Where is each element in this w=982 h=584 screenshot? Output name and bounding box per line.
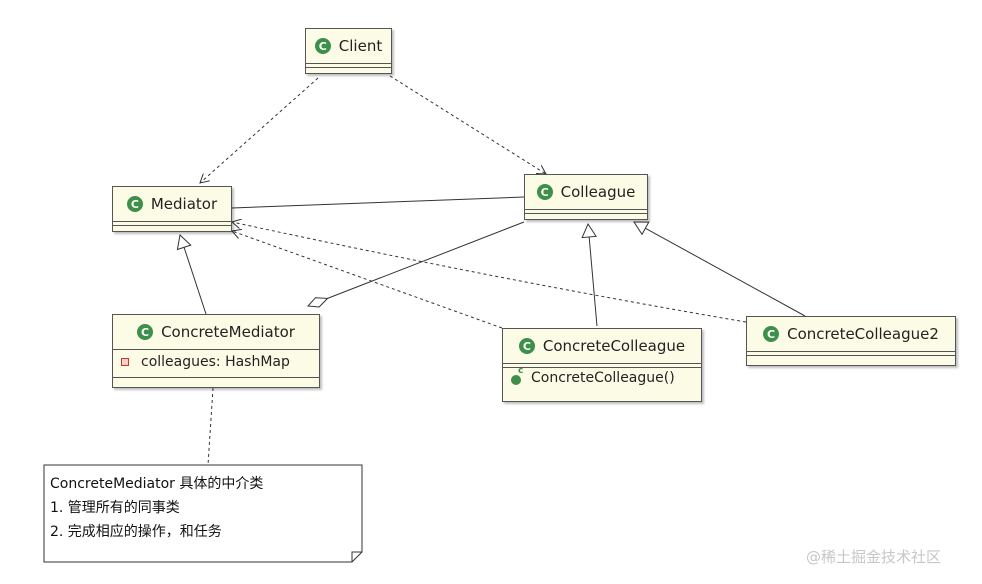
class-name: ConcreteMediator xyxy=(161,323,295,341)
note-shape xyxy=(43,464,363,563)
note-line-title: ConcreteMediator 具体的中介类 xyxy=(50,476,264,492)
class-client[interactable]: C Client xyxy=(305,28,392,74)
compartment-divider xyxy=(747,351,955,355)
compartment-divider xyxy=(503,363,701,367)
dep-client-mediator xyxy=(200,77,319,183)
note-line-1: 1. 管理所有的同事类 xyxy=(50,500,180,516)
class-icon: C xyxy=(126,196,143,212)
class-icon: C xyxy=(518,338,535,354)
class-name: ConcreteColleague2 xyxy=(787,325,939,343)
note: ConcreteMediator 具体的中介类 1. 管理所有的同事类 2. 完… xyxy=(44,465,362,563)
class-name: Client xyxy=(338,37,383,55)
compartment-divider xyxy=(306,67,391,68)
class-concrete-mediator[interactable]: C ConcreteMediator colleagues: HashMap xyxy=(112,314,320,388)
note-anchor-line xyxy=(207,387,214,466)
compartment-divider xyxy=(747,355,955,356)
class-name: Colleague xyxy=(560,183,636,201)
note-fold xyxy=(351,551,362,562)
class-icon: C xyxy=(763,326,780,342)
dep-client-colleague xyxy=(389,75,546,174)
watermark: @稀土掘金技术社区 xyxy=(806,548,942,566)
method-row: ConcreteColleague() xyxy=(503,366,701,390)
dep-concretecolleague2-mediator xyxy=(232,222,747,323)
class-concrete-colleague2[interactable]: C ConcreteColleague2 xyxy=(746,316,956,366)
class-mediator[interactable]: C Mediator xyxy=(112,186,232,232)
class-name: ConcreteColleague xyxy=(542,337,686,355)
compartment-divider xyxy=(525,209,647,213)
agg-concretemediator-colleague xyxy=(308,221,525,306)
note-line-2: 2. 完成相应的操作，和任务 xyxy=(50,524,222,540)
compartment-divider xyxy=(113,225,231,226)
class-icon: C xyxy=(137,324,154,340)
class-colleague[interactable]: C Colleague xyxy=(524,174,648,220)
class-icon: C xyxy=(314,38,331,54)
class-icon: C xyxy=(536,184,553,200)
compartment-divider xyxy=(306,63,391,67)
compartment-divider xyxy=(113,377,319,378)
gen-concretemediator-mediator xyxy=(176,233,207,315)
field-text: colleagues: HashMap xyxy=(141,354,290,370)
constructor-icon xyxy=(511,366,523,385)
field-row: colleagues: HashMap xyxy=(113,349,319,374)
class-name: Mediator xyxy=(150,195,218,213)
compartment-divider xyxy=(525,213,647,214)
gen-concretecolleague-colleague xyxy=(581,222,598,327)
assoc-mediator-colleague xyxy=(231,196,525,209)
class-concrete-colleague[interactable]: C ConcreteColleague ConcreteColleague() xyxy=(502,328,702,402)
gen-concretecolleague2-colleague xyxy=(633,221,806,317)
compartment-divider xyxy=(113,221,231,225)
private-field-icon xyxy=(121,358,129,366)
method-text: ConcreteColleague() xyxy=(531,370,675,386)
